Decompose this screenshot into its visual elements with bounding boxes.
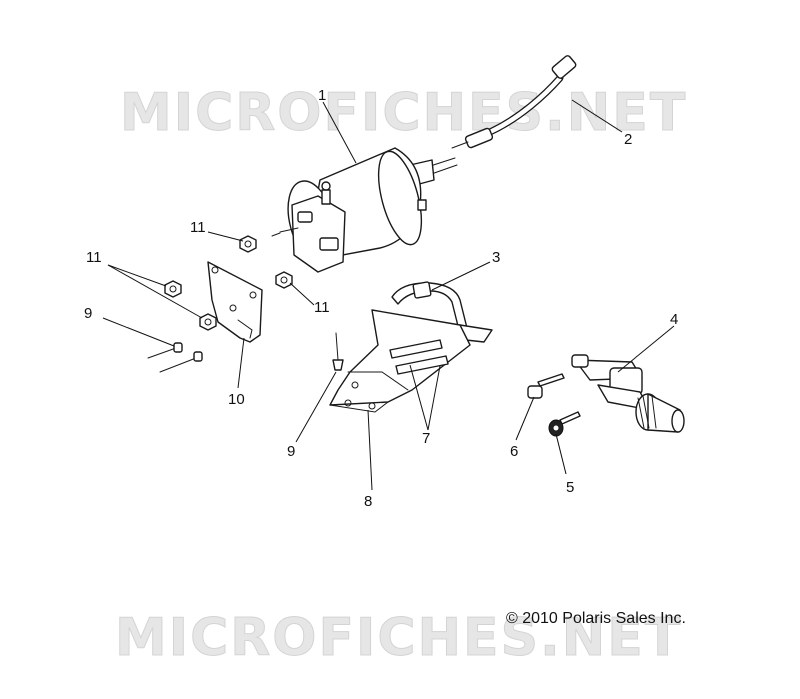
screw (548, 411, 581, 437)
callout-8: 8 (364, 493, 372, 510)
nut-right (275, 271, 293, 289)
watermark-top: MICROFICHES.NET (120, 83, 687, 143)
watermark-bottom: MICROFICHES.NET (115, 608, 682, 668)
rivet-left-pair (147, 342, 203, 373)
nut-bracket (199, 313, 217, 331)
starter-motor (271, 147, 458, 273)
callout-10: 10 (228, 391, 245, 408)
callout-5: 5 (566, 479, 574, 496)
starter-cable (451, 55, 577, 149)
nut-top (239, 235, 257, 253)
callout-3: 3 (492, 249, 500, 266)
copyright-notice: © 2010 Polaris Sales Inc. (506, 610, 686, 627)
callout-11-top: 11 (190, 219, 206, 236)
callout-7: 7 (422, 430, 430, 447)
callout-11-right: 11 (314, 299, 330, 316)
bendix-drive (571, 354, 685, 433)
callout-9-left: 9 (84, 305, 92, 322)
callout-2: 2 (624, 131, 632, 148)
leader-lines (102, 99, 675, 491)
callout-1: 1 (318, 87, 326, 104)
mount-plate (329, 309, 471, 413)
callout-11-left: 11 (86, 249, 102, 266)
pads (389, 339, 449, 375)
nut-left (164, 280, 182, 298)
rivet-middle (332, 332, 344, 371)
mounting-bracket (207, 261, 263, 343)
callout-6: 6 (510, 443, 518, 460)
callout-9-middle: 9 (287, 443, 295, 460)
bolt (527, 373, 565, 399)
callout-4: 4 (670, 311, 678, 328)
